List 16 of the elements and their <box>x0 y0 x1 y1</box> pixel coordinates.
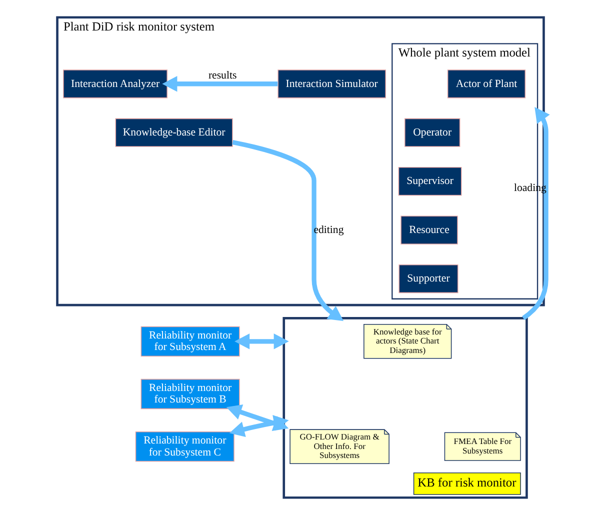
edge-label: results <box>208 70 237 82</box>
node-box: Interaction Analyzer <box>63 70 168 98</box>
node-box: Supervisor <box>398 167 462 196</box>
node-box: Supporter <box>398 264 458 294</box>
arrow <box>522 107 550 320</box>
node-box: Interaction Simulator <box>278 70 386 98</box>
arrow <box>162 76 278 92</box>
node-box: Reliability monitor for Subsystem C <box>135 432 234 462</box>
node-box: Operator <box>404 118 460 147</box>
arrow <box>234 334 289 350</box>
node-box: Actor of Plant <box>447 70 526 98</box>
node-box: Knowledge-base Editor <box>115 118 233 147</box>
node-box: Resource <box>400 216 458 244</box>
node-box: Reliability monitor for Subsystem A <box>140 326 240 356</box>
arrow <box>232 140 344 322</box>
node-box: Reliability monitor for Subsystem B <box>140 378 240 410</box>
